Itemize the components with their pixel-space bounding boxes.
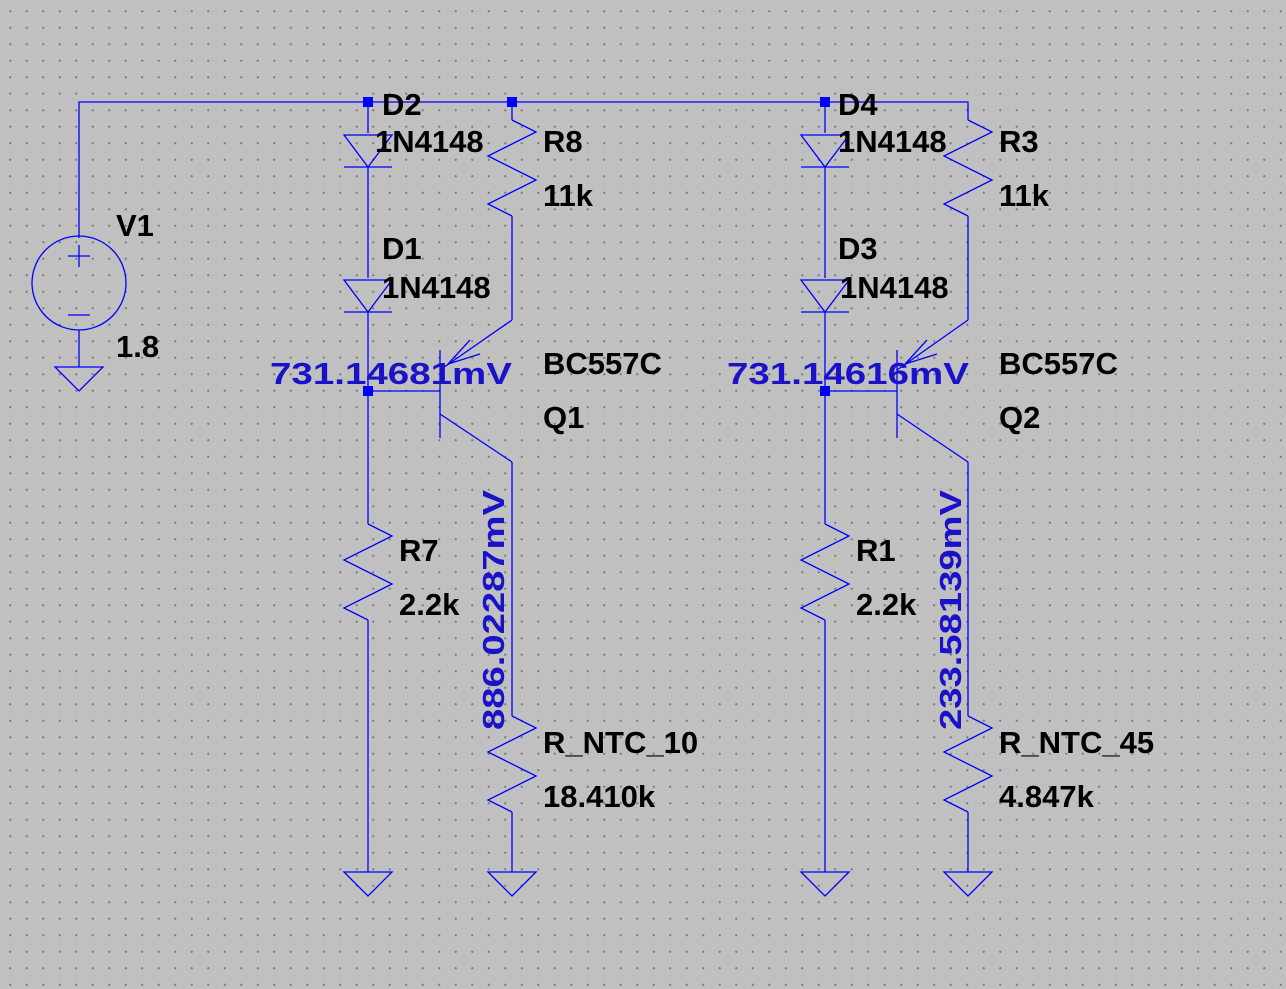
r1-value: 2.2k: [856, 587, 917, 622]
ground-icon: [942, 871, 994, 897]
pnp-transistor-q2-icon[interactable]: [896, 319, 969, 463]
rntc10-name: R_NTC_10: [543, 725, 698, 760]
r7-value: 2.2k: [399, 587, 460, 622]
d2-name: D2: [382, 87, 422, 122]
r7-name: R7: [399, 533, 439, 568]
r3-value: 11k: [999, 178, 1050, 213]
resistor-rntc45-icon[interactable]: [942, 715, 994, 813]
d1-name: D1: [382, 231, 422, 266]
q2-model: BC557C: [999, 346, 1118, 381]
rntc45-value: 4.847k: [999, 779, 1095, 814]
ground-icon: [53, 366, 105, 392]
resistor-r8-icon[interactable]: [486, 119, 538, 217]
q2-name: Q2: [999, 400, 1040, 435]
rntc10-value: 18.410k: [543, 779, 656, 814]
d2-model: 1N4148: [375, 124, 484, 159]
junction-dot-icon[interactable]: [363, 386, 373, 396]
q1-name: Q1: [543, 400, 584, 435]
q1-collector-voltage-label[interactable]: 886.02287mV: [476, 490, 511, 730]
ground-icon: [486, 871, 538, 897]
r1-name: R1: [856, 533, 896, 568]
v1-value: 1.8: [116, 329, 159, 364]
supply-rail-wire[interactable]: [78, 101, 969, 238]
junction-dot-icon[interactable]: [820, 386, 830, 396]
v1-name: V1: [116, 208, 154, 243]
resistor-r7-icon[interactable]: [342, 523, 394, 621]
voltage-source-v1-icon[interactable]: [31, 235, 127, 331]
ground-icon: [799, 871, 851, 897]
q1-model: BC557C: [543, 346, 662, 381]
rntc45-name: R_NTC_45: [999, 725, 1154, 760]
resistor-r1-icon[interactable]: [799, 523, 851, 621]
r8-value: 11k: [543, 178, 594, 213]
junction-dot-icon[interactable]: [363, 97, 373, 107]
q1-base-voltage-label[interactable]: 731.14681mV: [270, 356, 512, 391]
junction-dot-icon[interactable]: [820, 97, 830, 107]
q2-base-voltage-label[interactable]: 731.14616mV: [727, 356, 969, 391]
d1-model: 1N4148: [382, 270, 491, 305]
r3-name: R3: [999, 124, 1039, 159]
d4-name: D4: [838, 87, 878, 122]
r8-name: R8: [543, 124, 583, 159]
q2-collector-voltage-label[interactable]: 233.58139mV: [933, 490, 968, 730]
d4-model: 1N4148: [838, 124, 947, 159]
resistor-r3-icon[interactable]: [942, 119, 994, 217]
resistor-rntc10-icon[interactable]: [486, 715, 538, 813]
pnp-transistor-q1-icon[interactable]: [439, 319, 513, 463]
d3-model: 1N4148: [840, 270, 949, 305]
d3-name: D3: [838, 231, 878, 266]
ground-icon: [342, 871, 394, 897]
junction-dot-icon[interactable]: [507, 97, 517, 107]
